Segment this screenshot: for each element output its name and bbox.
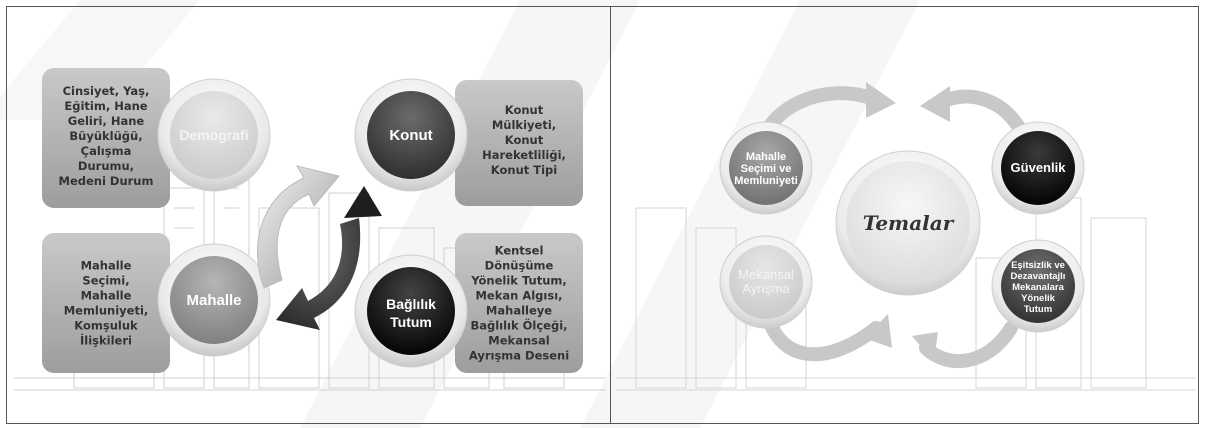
text-line: Dönüşüme	[485, 259, 554, 273]
guvenlik-label: Güvenlik	[1011, 160, 1067, 175]
text-line: Mekan Algısı,	[475, 289, 562, 303]
demografi-circle: Demografi	[157, 78, 271, 192]
demografi-box	[42, 68, 170, 208]
slide-frame	[6, 6, 1199, 424]
cycle-arrows-icon	[257, 165, 382, 330]
text-line: Mekansal	[738, 267, 794, 282]
demografi-label: Demografi	[179, 127, 248, 143]
text-line: Yönelik	[1021, 293, 1056, 304]
baglilik-box	[455, 233, 583, 373]
text-line: Büyüklüğü,	[69, 129, 142, 143]
text-line: Eğitim, Hane	[64, 99, 147, 113]
baglilik-label-line1: Bağlılık	[386, 296, 436, 312]
mahalle-label: Mahalle	[186, 292, 241, 309]
text-line: Eşitsizlik ve	[1011, 260, 1065, 271]
text-line: Ayrışma Deseni	[469, 349, 569, 363]
text-line: Memluniyeti,	[64, 304, 149, 318]
text-line: Tutum	[1024, 304, 1052, 315]
baglilik-circle: Bağlılık Tutum	[354, 254, 468, 368]
konut-box	[455, 80, 583, 206]
text-line: Memluniyeti	[734, 175, 798, 187]
slide-divider	[610, 6, 611, 424]
text-line: Komşuluk	[74, 319, 138, 333]
text-line: Güvenlik	[1011, 160, 1067, 175]
guvenlik-circle: Güvenlik	[991, 121, 1085, 215]
text-line: Konut Tipi	[491, 163, 557, 177]
text-line: Mahalle	[746, 151, 786, 163]
text-line: Mahalle	[81, 289, 132, 303]
text-line: Konut	[505, 133, 544, 147]
text-line: Medeni Durum	[59, 174, 154, 188]
text-line: Kentsel	[495, 244, 544, 258]
text-line: Mekansal	[488, 334, 549, 348]
mahalle-box	[42, 233, 170, 373]
text-line: Dezavantajlı	[1011, 271, 1066, 282]
text-line: Mahalleye	[486, 304, 552, 318]
text-line: İlişkileri	[80, 333, 132, 348]
text-line: Seçimi,	[82, 274, 129, 288]
text-line: Konut	[505, 103, 544, 117]
text-line: Hareketliliği,	[482, 148, 566, 162]
baglilik-label-line2: Tutum	[390, 314, 432, 330]
temalar-label: Temalar	[863, 211, 955, 235]
text-line: Yönelik Tutum,	[470, 274, 567, 288]
mahalle-circle: Mahalle	[157, 243, 271, 357]
text-line: Çalışma	[81, 144, 132, 158]
text-line: Ayrışma	[742, 281, 790, 296]
konut-circle: Konut	[354, 78, 468, 192]
text-line: Mahalle	[81, 259, 132, 273]
text-line: Seçimi ve	[741, 163, 792, 175]
text-line: Durumu,	[78, 159, 134, 173]
arrowheads-icon	[864, 82, 950, 362]
temalar-center-circle: Temalar	[835, 150, 981, 296]
text-line: Cinsiyet, Yaş,	[63, 84, 150, 98]
text-line: Bağlılık Ölçeği,	[470, 318, 567, 333]
konut-label: Konut	[389, 127, 432, 144]
text-line: Mülkiyeti,	[492, 118, 556, 132]
text-line: Mekanalara	[1012, 282, 1064, 293]
text-line: Geliri, Hane	[68, 114, 145, 128]
